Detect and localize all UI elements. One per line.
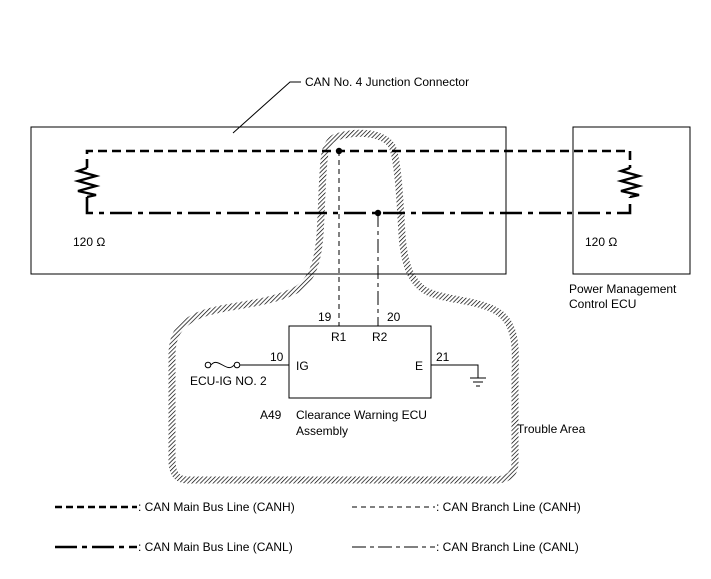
fuse-icon <box>204 361 241 369</box>
terminal-e-label: E <box>415 359 423 373</box>
legend-main-canl-label: : CAN Main Bus Line (CANL) <box>138 540 293 554</box>
ground-icon <box>470 377 486 387</box>
pin-19-label: 19 <box>318 310 332 324</box>
power-management-ecu-box <box>572 126 691 275</box>
terminal-ig-label: IG <box>296 359 309 373</box>
terminal-r1-label: R1 <box>331 330 347 344</box>
power-management-label-line1: Power Management <box>569 282 677 296</box>
terminal-r2-label: R2 <box>372 330 388 344</box>
ecu-name-line2: Assembly <box>296 424 348 438</box>
power-management-label-line2: Control ECU <box>569 297 636 311</box>
canh-main-bus-line <box>85 149 632 168</box>
resistor-right-label: 120 Ω <box>585 235 617 249</box>
trouble-area-outline <box>168 129 519 484</box>
pin-20-label: 20 <box>387 310 401 324</box>
junction-connector-label: CAN No. 4 Junction Connector <box>305 75 469 89</box>
legend-branch-canl-label: : CAN Branch Line (CANL) <box>436 540 579 554</box>
legend-main-canh-label: : CAN Main Bus Line (CANH) <box>138 500 295 514</box>
canl-main-bus-line <box>85 197 632 215</box>
resistor-left-label: 120 Ω <box>73 235 105 249</box>
resistor-left-zigzag <box>73 166 101 199</box>
fuse-label: ECU-IG NO. 2 <box>190 374 267 388</box>
trouble-area-label: Trouble Area <box>517 422 586 436</box>
junction-connector-leader <box>232 81 301 134</box>
junction-connector-box <box>30 126 507 275</box>
legend: : CAN Main Bus Line (CANH) : CAN Branch … <box>55 500 581 554</box>
resistor-right-zigzag <box>616 166 644 199</box>
legend-branch-canh-label: : CAN Branch Line (CANH) <box>436 500 581 514</box>
ecu-name-line1: Clearance Warning ECU <box>296 408 427 422</box>
clearance-warning-ecu-box <box>288 325 432 399</box>
ecu-code-label: A49 <box>260 408 282 422</box>
ground-wire <box>431 364 479 378</box>
pin-10-label: 10 <box>270 350 284 364</box>
pin-21-label: 21 <box>436 350 450 364</box>
